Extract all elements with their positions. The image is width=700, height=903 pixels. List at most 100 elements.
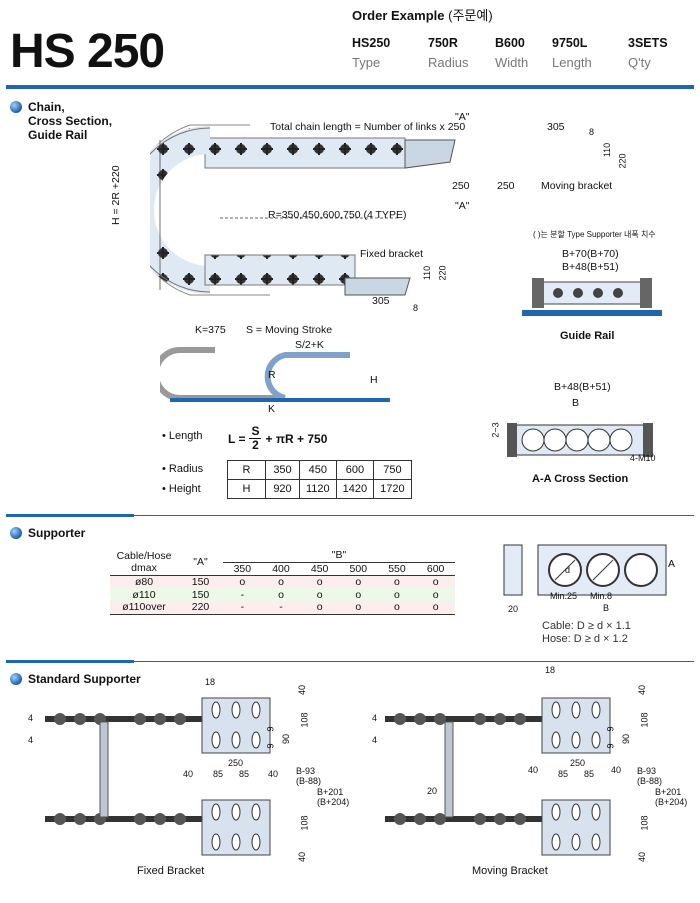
guide-rail-b70: B+70(B+70) — [562, 248, 619, 260]
section-supporter-heading: Supporter — [10, 526, 85, 540]
standard-rule — [6, 661, 694, 662]
chain-side-view-diagram — [150, 124, 456, 296]
order-example-label: Order Example (주문예) — [352, 8, 493, 23]
fixed-dim-40-bottom: 40 — [297, 851, 308, 863]
fixed-bracket-label: Fixed bracket — [360, 248, 424, 260]
fixed-dim-b201: B+201 — [317, 787, 344, 797]
stroke-k375: K=375 — [195, 324, 226, 336]
total-chain-length-label: Total chain length = Number of links x 2… — [270, 121, 466, 133]
cross-section-dim23: 2~3 — [490, 422, 501, 438]
fixed-dim-40a: 40 — [183, 769, 194, 779]
guide-rail-note: ( )는 분할 Type Supporter 내폭 치수 — [533, 230, 656, 239]
moving-bracket-caption: Moving Bracket — [472, 865, 548, 877]
moving-dim-85b: 85 — [584, 769, 595, 779]
stroke-s2k: S/2+K — [295, 339, 324, 351]
fixed-dim-90: 90 — [281, 733, 292, 745]
dim-8-bottom: 8 — [413, 303, 419, 313]
fixed-dim-4a: 4 — [28, 713, 34, 723]
fixed-dim-250: 250 — [228, 758, 244, 768]
moving-dim-40a: 40 — [528, 765, 539, 775]
moving-dim-40b: 40 — [611, 765, 622, 775]
dim-110-bottom: 110 — [422, 265, 433, 281]
fixed-dim-b88: (B-88) — [296, 776, 322, 786]
radius-note-label: R=350,450,600,750 (4 TYPE) — [268, 209, 407, 221]
section-chain-heading: Chain,Cross Section,Guide Rail — [10, 100, 112, 142]
cross-section-diagram — [507, 423, 653, 457]
dim-250-b: 250 — [497, 180, 515, 192]
moving-bracket-label: Moving bracket — [541, 180, 613, 192]
moving-dim-90: 90 — [621, 733, 632, 745]
fixed-dim-40b: 40 — [268, 769, 279, 779]
section-standard-heading: Standard Supporter — [10, 672, 141, 686]
moving-dim-b201: B+201 — [655, 787, 682, 797]
length-bullet: • Length — [162, 430, 203, 442]
cross-section-b: B — [572, 397, 580, 409]
fixed-dim-40-top: 40 — [297, 684, 308, 696]
dim-305-bottom: 305 — [372, 295, 390, 307]
moving-dim-9a: 9 — [605, 726, 616, 732]
moving-bracket-diagram — [385, 697, 611, 856]
moving-dim-4a: 4 — [372, 713, 378, 723]
height-formula-label: H = 2R +220 — [110, 165, 122, 225]
moving-dim-40-top: 40 — [637, 684, 648, 696]
fixed-dim-85a: 85 — [213, 769, 224, 779]
cross-section-b48: B+48(B+51) — [554, 381, 611, 393]
dim-110-top: 110 — [602, 142, 613, 158]
guide-rail-caption: Guide Rail — [560, 330, 615, 342]
fixed-dim-9a: 9 — [265, 726, 276, 732]
section-bullet-icon — [10, 527, 22, 539]
fixed-dim-9b: 9 — [265, 743, 276, 749]
stroke-r: R — [268, 369, 276, 381]
section-a-top-label: "A" — [455, 111, 470, 123]
supporter-rule — [6, 515, 694, 516]
supporter-dim-b: B — [603, 603, 610, 613]
dim-220-bottom: 220 — [437, 265, 448, 281]
fixed-dim-18: 18 — [205, 677, 216, 687]
moving-stroke-diagram — [160, 347, 390, 402]
dim-250-a: 250 — [452, 180, 470, 192]
fixed-dim-b204: (B+204) — [317, 797, 350, 807]
dim-8-top: 8 — [589, 127, 595, 137]
radius-height-table: R 350 450 600 750 H 920 1120 1420 1720 — [227, 460, 412, 499]
header-divider — [6, 85, 694, 89]
moving-dim-b204: (B+204) — [655, 797, 688, 807]
fixed-dim-b93: B-93 — [296, 766, 316, 776]
supporter-min25: Min.25 — [550, 591, 578, 601]
hose-rule-note: Hose: D ≥ d × 1.2 — [542, 633, 628, 645]
fixed-bracket-caption: Fixed Bracket — [137, 865, 205, 877]
section-bullet-icon — [10, 673, 22, 685]
guide-rail-b48: B+48(B+51) — [562, 261, 619, 273]
fixed-dim-108-top: 108 — [299, 712, 310, 728]
moving-dim-b88: (B-88) — [637, 776, 663, 786]
guide-rail-diagram — [522, 278, 662, 316]
moving-dim-18: 18 — [545, 665, 556, 675]
dim-220-top: 220 — [617, 153, 628, 169]
stroke-moving-label: S = Moving Stroke — [246, 324, 333, 336]
cross-section-m10: 4-M10 — [630, 453, 656, 463]
supporter-dim-d: d — [565, 565, 571, 575]
height-bullet: • Height — [162, 483, 201, 495]
moving-dim-250: 250 — [570, 758, 586, 768]
moving-dim-85a: 85 — [558, 769, 569, 779]
fixed-bracket-diagram — [45, 697, 271, 856]
stroke-h: H — [370, 374, 378, 386]
supporter-dim-20: 20 — [508, 604, 519, 614]
section-a-bottom-label: "A" — [455, 200, 470, 212]
fixed-dim-108-bottom: 108 — [299, 815, 310, 831]
moving-dim-9b: 9 — [605, 743, 616, 749]
stroke-k: K — [268, 403, 276, 415]
dim-305-top: 305 — [547, 121, 565, 133]
moving-dim-40-bottom: 40 — [637, 851, 648, 863]
moving-dim-4b: 4 — [372, 735, 378, 745]
moving-dim-108-bottom: 108 — [639, 815, 650, 831]
moving-dim-108-top: 108 — [639, 712, 650, 728]
moving-dim-20: 20 — [427, 786, 438, 796]
fixed-dim-4b: 4 — [28, 735, 34, 745]
supporter-dim-a: A — [668, 558, 676, 570]
